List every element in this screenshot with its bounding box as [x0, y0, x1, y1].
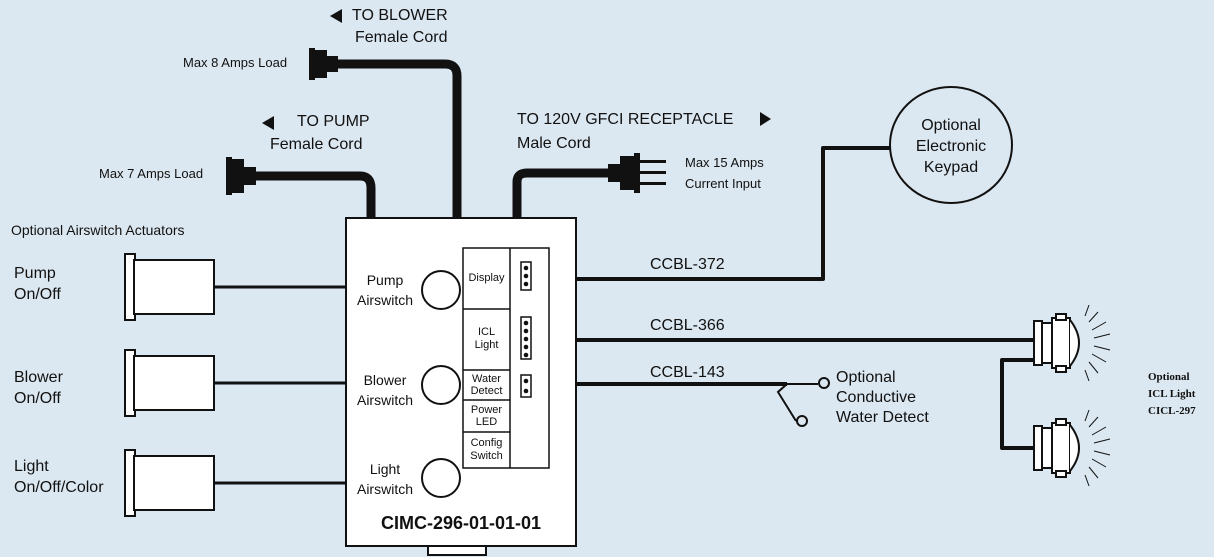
power-led-port-label: LED: [475, 416, 498, 428]
keypad-circle: [889, 86, 1013, 204]
pump-cord-type: Female Cord: [270, 136, 363, 153]
pump-airswitch-label: Pump: [366, 272, 404, 288]
pump-airswitch-port: [421, 270, 461, 310]
supply-input-label: Max 15 Amps: [685, 155, 764, 170]
icl-light-port-label: Light: [474, 339, 499, 351]
water-detect-label: Conductive: [836, 389, 917, 406]
actuator-lines: [215, 285, 352, 485]
pump-direction-label: TO PUMP: [297, 113, 370, 130]
pump-cord-line: [248, 171, 376, 218]
icl-light-label: Optional: [1148, 371, 1190, 383]
light-rays-icon: [1084, 409, 1111, 487]
water-detect-label: Optional: [836, 369, 896, 386]
blower-plug-icon: [309, 48, 338, 80]
blower-airswitch-label: Airswitch: [356, 392, 413, 408]
display-connector: [520, 261, 532, 291]
blower-load-label: Max 8 Amps Load: [183, 55, 288, 70]
pump-actuator-label: Pump: [14, 265, 56, 282]
water-cable-label: CCBL-143: [650, 364, 725, 381]
blower-airswitch-port: [421, 365, 461, 405]
supply-input-label: Current Input: [685, 176, 761, 191]
pump-actuator-icon: [124, 253, 215, 321]
pump-load-label: Max 7 Amps Load: [99, 166, 204, 181]
keypad-label: Keypad: [923, 159, 979, 176]
right-arrow-icon: [760, 112, 771, 126]
keypad-cable-line: [527, 146, 890, 281]
keypad-cable-label: CCBL-372: [650, 256, 725, 273]
controller-tab: [427, 545, 487, 556]
port-panel: [462, 247, 550, 469]
controller-model-label: CIMC-296-01-01-01: [380, 513, 542, 533]
blower-actuator-label: Blower: [14, 369, 63, 386]
light-airswitch-label: Light: [369, 461, 401, 477]
blower-actuator-icon: [124, 349, 215, 417]
icl-light-icon: [1033, 418, 1080, 478]
water-detect-connector: [520, 374, 532, 398]
blower-cord-type: Female Cord: [355, 29, 448, 46]
water-detect-label: Water Detect: [836, 409, 929, 426]
cords: [248, 59, 612, 218]
icl-light-label: CICL-297: [1148, 405, 1196, 417]
icl-light-label: ICL Light: [1148, 388, 1196, 400]
icl-light-port-label: ICL: [477, 326, 496, 338]
keypad-label: Electronic: [915, 138, 987, 155]
display-port-label: Display: [468, 272, 505, 284]
water-detect-probes: [776, 377, 830, 427]
light-rays-icon: [1084, 304, 1111, 382]
light-airswitch-label: Airswitch: [356, 481, 413, 497]
left-arrow-icon: [262, 116, 274, 130]
light-actuator-icon: [124, 449, 215, 517]
light-actuator-label: On/Off/Color: [14, 479, 104, 496]
water-detect-port-label: Detect: [470, 385, 503, 397]
light-actuator-label: Light: [14, 458, 49, 475]
pump-plug-icon: [226, 157, 256, 195]
actuators-heading: Optional Airswitch Actuators: [11, 222, 185, 238]
pump-actuator-label: On/Off: [14, 286, 61, 303]
power-led-port-label: Power: [470, 404, 503, 416]
left-arrow-icon: [330, 9, 342, 23]
blower-airswitch-label: Blower: [363, 372, 407, 388]
light-cable-label: CCBL-366: [650, 317, 725, 334]
supply-cord-line: [512, 168, 612, 218]
supply-cord-type: Male Cord: [517, 135, 591, 152]
config-switch-port-label: Config: [470, 437, 503, 449]
supply-direction-label: TO 120V GFCI RECEPTACLE: [517, 111, 734, 128]
config-switch-port-label: Switch: [470, 450, 503, 462]
light-airswitch-port: [421, 458, 461, 498]
blower-direction-label: TO BLOWER: [352, 7, 448, 24]
light-link-line: [1000, 358, 1034, 450]
keypad-label: Optional: [921, 117, 981, 134]
blower-actuator-label: On/Off: [14, 390, 61, 407]
icl-light-icon: [1033, 313, 1080, 373]
blower-cord-line: [335, 59, 462, 218]
pump-airswitch-label: Airswitch: [356, 292, 413, 308]
male-plug-icon: [608, 153, 666, 193]
water-detect-port-label: Water: [472, 373, 501, 385]
icl-light-connector: [520, 316, 532, 360]
cable-lines: [527, 146, 1036, 450]
